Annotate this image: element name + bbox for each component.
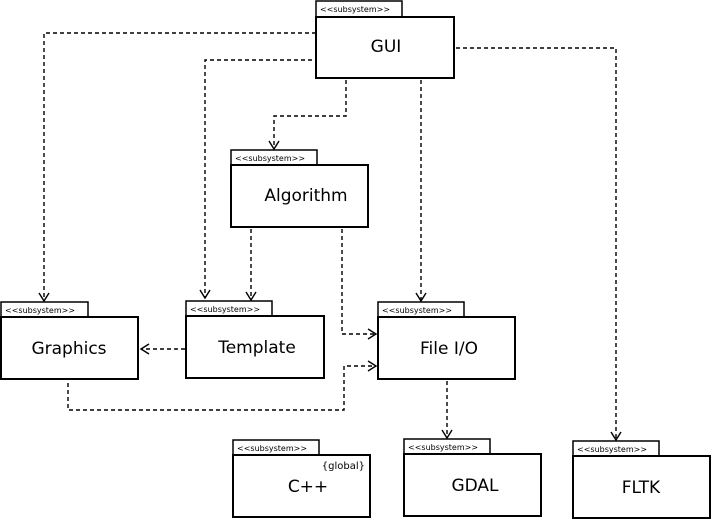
package-graphics[interactable]: <<subsystem>> Graphics — [0, 301, 139, 380]
dependency-edges — [38, 32, 622, 442]
package-cpp-stereotype: <<subsystem>> — [237, 444, 307, 453]
arrowhead-gui-to-graphics — [38, 292, 50, 303]
package-cpp-name: C++ — [288, 477, 328, 497]
package-gui-body — [315, 16, 455, 79]
package-fileio-stereotype: <<subsystem>> — [382, 306, 452, 315]
package-fileio-body — [377, 316, 516, 380]
package-gdal-name: GDAL — [451, 476, 499, 496]
package-fltk-body — [572, 455, 711, 519]
package-gdal-stereotype: <<subsystem>> — [408, 443, 478, 452]
package-algorithm-stereotype: <<subsystem>> — [235, 154, 305, 163]
arrowhead-gui-to-fileio — [415, 292, 427, 303]
package-template-stereotype: <<subsystem>> — [190, 305, 260, 314]
package-cpp-body — [232, 454, 371, 518]
package-fltk[interactable]: <<subsystem>> FLTK — [572, 440, 711, 519]
package-gdal-body — [403, 453, 542, 517]
dependency-gui-to-template — [204, 59, 312, 298]
package-algorithm-name: Algorithm — [264, 186, 347, 206]
package-fileio[interactable]: <<subsystem>> File I/O — [377, 301, 516, 380]
package-algorithm[interactable]: <<subsystem>> Algorithm — [230, 149, 369, 228]
package-cpp[interactable]: <<subsystem>> {global} C++ — [232, 439, 371, 518]
package-gdal[interactable]: <<subsystem>> GDAL — [403, 438, 542, 517]
dependency-graphics-to-fileio — [67, 365, 376, 411]
dependency-algorithm-to-fileio — [341, 229, 376, 335]
package-gui-name: GUI — [371, 37, 402, 57]
package-template-body — [185, 315, 325, 379]
package-fltk-stereotype: <<subsystem>> — [577, 445, 647, 454]
package-gui[interactable]: <<subsystem>> GUI — [315, 0, 455, 79]
arrowhead-gui-to-algorithm — [268, 140, 280, 151]
package-gui-stereotype: <<subsystem>> — [320, 5, 390, 14]
package-graphics-stereotype: <<subsystem>> — [5, 306, 75, 315]
dependency-gui-to-graphics — [43, 32, 316, 301]
arrowhead-template-to-graphics — [139, 343, 150, 355]
dependency-gui-to-algorithm — [273, 80, 347, 149]
dependency-gui-to-fltk — [456, 47, 617, 440]
arrowhead-fileio-to-gdal — [441, 429, 453, 440]
arrowhead-graphics-to-fileio — [367, 360, 378, 372]
arrowhead-gui-to-template — [199, 289, 211, 300]
package-template-name: Template — [217, 338, 296, 358]
package-fltk-name: FLTK — [622, 478, 661, 498]
package-cpp-tag: {global} — [322, 461, 365, 472]
package-template[interactable]: <<subsystem>> Template — [185, 300, 325, 379]
arrowhead-algorithm-to-fileio — [367, 328, 378, 340]
package-graphics-name: Graphics — [31, 339, 106, 359]
package-fileio-name: File I/O — [420, 339, 478, 359]
package-algorithm-body — [230, 164, 369, 228]
package-graphics-body — [0, 316, 139, 380]
arrowhead-gui-to-fltk — [610, 431, 622, 442]
arrowhead-algorithm-to-template — [245, 291, 257, 302]
